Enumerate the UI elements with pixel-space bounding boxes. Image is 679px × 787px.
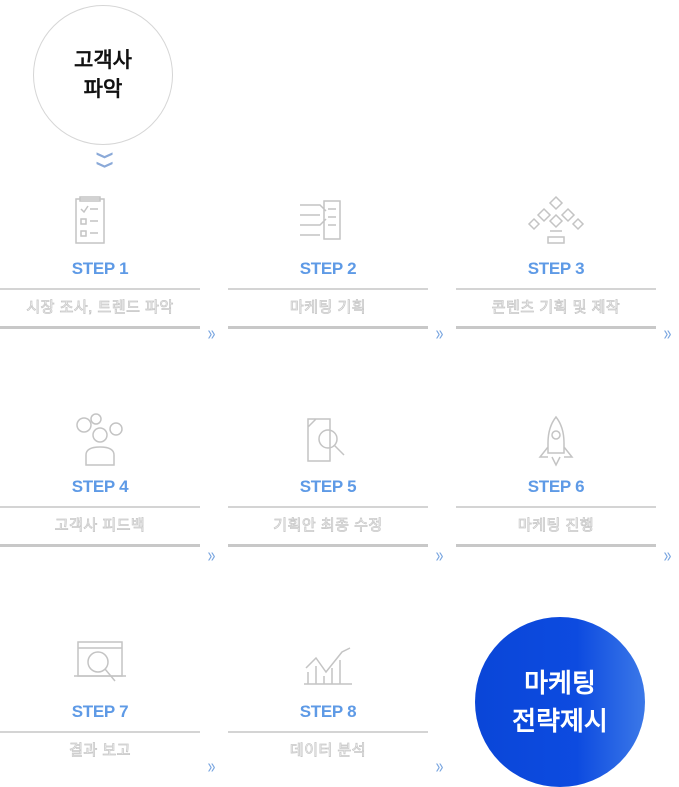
divider	[228, 544, 428, 547]
double-chevron-right-icon: »	[663, 323, 672, 345]
step-number: STEP 5	[299, 477, 357, 496]
end-line1: 마케팅	[524, 668, 596, 698]
end-line2: 전략제시	[512, 706, 608, 736]
step-label: 마케팅 기획	[289, 299, 367, 317]
step-number: STEP 3	[527, 259, 585, 278]
final-circle: 마케팅 전략제시	[475, 617, 645, 787]
step-number: STEP 8	[299, 702, 357, 721]
document-search-icon	[228, 411, 428, 467]
double-chevron-right-icon: »	[435, 545, 444, 567]
divider	[0, 326, 200, 329]
step-label: 콘텐츠 기획 및 제작	[491, 299, 621, 317]
bar-chart-trend-icon	[228, 636, 428, 692]
double-chevron-right-icon: »	[663, 545, 672, 567]
divider	[0, 544, 200, 547]
step-7: STEP 7 결과 보고	[0, 636, 200, 759]
step-label: 결과 보고	[69, 742, 131, 760]
start-line1: 고객사	[74, 49, 132, 72]
divider	[0, 731, 200, 733]
step-4: STEP 4 고객사 피드백	[0, 411, 200, 547]
step-label: 시장 조사, 트렌드 파악	[26, 299, 174, 317]
double-chevron-right-icon: »	[435, 323, 444, 345]
step-number: STEP 7	[71, 702, 129, 721]
step-6: STEP 6 마케팅 진행	[456, 411, 656, 547]
diamond-network-icon	[456, 193, 656, 249]
step-number: STEP 6	[527, 477, 585, 496]
divider	[0, 506, 200, 508]
double-chevron-right-icon: »	[207, 545, 216, 567]
divider	[456, 544, 656, 547]
divider	[228, 288, 428, 290]
rocket-icon	[456, 411, 656, 467]
step-number: STEP 2	[299, 259, 357, 278]
step-5: STEP 5 기획안 최종 수정	[228, 411, 428, 547]
divider	[456, 506, 656, 508]
step-label: 기획안 최종 수정	[273, 517, 383, 535]
step-label: 고객사 피드백	[54, 517, 146, 535]
double-chevron-right-icon: »	[435, 756, 444, 778]
step-3: STEP 3 콘텐츠 기획 및 제작	[456, 193, 656, 329]
double-chevron-right-icon: »	[207, 756, 216, 778]
step-label: 데이터 분석	[289, 742, 367, 760]
start-circle: 고객사 파악	[33, 5, 173, 145]
person-bubbles-icon	[0, 411, 200, 467]
step-1: STEP 1 시장 조사, 트렌드 파악	[0, 193, 200, 329]
divider	[456, 326, 656, 329]
double-chevron-right-icon: »	[207, 323, 216, 345]
clipboard-checklist-icon	[0, 193, 200, 249]
report-magnifier-icon	[0, 636, 200, 692]
document-flow-icon	[228, 193, 428, 249]
divider	[0, 288, 200, 290]
divider	[228, 326, 428, 329]
divider	[228, 731, 428, 733]
start-line2: 파악	[83, 78, 123, 101]
step-label: 마케팅 진행	[517, 517, 595, 535]
step-2: STEP 2 마케팅 기획	[228, 193, 428, 329]
step-number: STEP 4	[71, 477, 129, 496]
divider	[228, 506, 428, 508]
chevron-down-icon: ❯❯	[96, 150, 114, 170]
step-8: STEP 8 데이터 분석	[228, 636, 428, 759]
divider	[456, 288, 656, 290]
step-number: STEP 1	[71, 259, 129, 278]
